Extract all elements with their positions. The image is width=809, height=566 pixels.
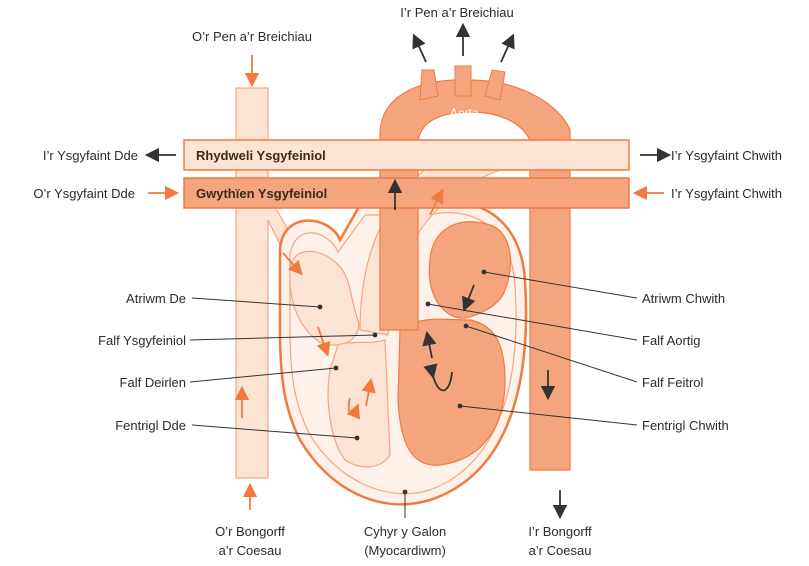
aorta-branch-left xyxy=(420,70,438,100)
label-left-ventricle: Fentrigl Chwith xyxy=(642,418,729,433)
label-aortic-valve: Falf Aortig xyxy=(642,333,701,348)
aorta-branch-middle xyxy=(455,66,471,96)
right-ventricle xyxy=(328,340,390,467)
label-left-atrium: Atriwm Chwith xyxy=(642,291,725,306)
label-from-body-line1: O’r Bongorff xyxy=(215,524,285,539)
mv-dot xyxy=(464,324,469,329)
aorta-label: Aorta xyxy=(450,106,479,120)
pv-dot xyxy=(373,333,378,338)
av-dot xyxy=(426,302,431,307)
label-to-right-lung: I’r Ysgyfaint Dde xyxy=(43,148,138,163)
label-right-ventricle: Fentrigl Dde xyxy=(115,418,186,433)
label-from-body-line2: a’r Coesau xyxy=(219,543,282,558)
lv-dot xyxy=(458,404,463,409)
label-from-head: O’r Pen a’r Breichiau xyxy=(192,29,312,44)
label-myocardium-line2: (Myocardiwm) xyxy=(364,543,446,558)
label-myocardium-line1: Cyhyr y Galon xyxy=(364,524,446,539)
label-mitral-valve: Falf Feitrol xyxy=(642,375,704,390)
rv-dot xyxy=(355,436,360,441)
label-to-body-line2: a’r Coesau xyxy=(529,543,592,558)
label-right-atrium: Atriwm De xyxy=(126,291,186,306)
label-pulmonary-valve: Falf Ysgyfeiniol xyxy=(98,333,186,348)
label-to-head: I’r Pen a’r Breichiau xyxy=(400,5,513,20)
label-to-body-line1: I’r Bongorff xyxy=(528,524,592,539)
label-from-right-lung: O’r Ysgyfaint Dde xyxy=(33,186,135,201)
label-tricuspid-valve: Falf Deirlen xyxy=(120,375,186,390)
arrow-to-head-left xyxy=(416,40,426,62)
pulmonary-artery-label: Rhydweli Ysgyfeiniol xyxy=(196,148,326,163)
myo-dot xyxy=(403,490,408,495)
la-dot xyxy=(482,270,487,275)
ra-dot xyxy=(318,305,323,310)
label-to-left-lung: I’r Ysgyfaint Chwith xyxy=(671,148,782,163)
arrow-to-head-right xyxy=(501,40,511,62)
superior-vena-cava xyxy=(236,88,268,148)
pulmonary-vein-label: Gwythïen Ysgyfeiniol xyxy=(196,186,327,201)
label-from-left-lung: I’r Ysgyfaint Chwith xyxy=(671,186,782,201)
tv-dot xyxy=(334,366,339,371)
